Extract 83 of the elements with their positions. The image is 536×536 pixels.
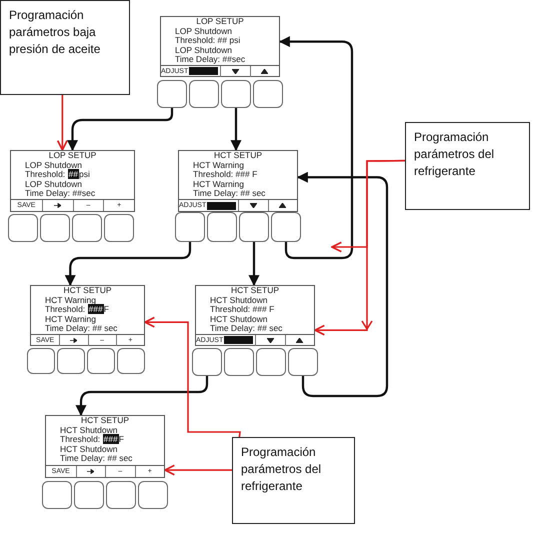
- callout-box: [232, 437, 355, 524]
- value-field: ##: [68, 169, 80, 180]
- leader-arrow: [164, 464, 232, 476]
- key-button: [74, 481, 104, 509]
- key-button: [87, 348, 115, 374]
- screen-line: Time Delay: ## sec: [192, 189, 266, 199]
- screen-line: HCT Shutdown: [59, 426, 118, 436]
- arrow: [64, 242, 192, 286]
- key-button: [72, 214, 102, 242]
- screen-line: Time Delay: ##sec: [174, 55, 246, 65]
- screen-line: Threshold: ### F: [209, 305, 276, 315]
- arrow: [278, 36, 354, 260]
- key-button: [42, 481, 72, 509]
- leader-arrow: [56, 95, 68, 151]
- key-button: [8, 214, 38, 242]
- unit-text: F: [118, 434, 124, 444]
- screen-title: HCT SETUP: [230, 286, 280, 296]
- display-screen: [195, 285, 315, 346]
- screen-title: LOP SETUP: [48, 151, 98, 161]
- screen-line: Threshold:: [60, 434, 100, 444]
- display-screen: [10, 150, 135, 212]
- key-button: [271, 212, 301, 242]
- screen-line: HCT Warning: [192, 180, 246, 190]
- callout-box: [0, 0, 130, 95]
- key-button: [189, 80, 219, 108]
- display-screen: [160, 16, 280, 77]
- arrow: [248, 242, 260, 286]
- key-button: [221, 80, 251, 108]
- arrow: [67, 108, 174, 152]
- key-button: [239, 212, 269, 242]
- callout-text: Programación parámetros del refrigerante: [241, 444, 322, 495]
- unit-text: F: [104, 304, 109, 314]
- arrow: [76, 376, 208, 416]
- screen-line: LOP Shutdown: [24, 160, 84, 170]
- unit-text: psi: [79, 169, 90, 180]
- leader-arrow: [144, 316, 241, 438]
- key-button: [157, 80, 187, 108]
- screen-title: LOP SETUP: [195, 17, 245, 27]
- arrow: [230, 108, 242, 152]
- screen-line: HCT Shutdown: [209, 314, 268, 324]
- screen-line: HCT Shutdown: [209, 296, 268, 306]
- screen-line: Time Delay: ##sec: [24, 189, 96, 199]
- key-button: [138, 481, 168, 509]
- screen-line: HCT Warning: [44, 296, 98, 306]
- screen-title: HCT SETUP: [62, 286, 113, 296]
- screen-title: HCT SETUP: [212, 151, 264, 161]
- screen-line: LOP Shutdown: [24, 180, 82, 190]
- key-button: [104, 214, 134, 242]
- key-button: [27, 348, 55, 374]
- screen-line: Threshold: ## psi: [174, 36, 242, 46]
- display-screen: [30, 285, 145, 346]
- arrow: [296, 172, 388, 398]
- key-button: [256, 348, 286, 376]
- screen-line: Threshold:: [45, 304, 86, 314]
- display-screen: [45, 415, 165, 478]
- leader-arrow: [314, 160, 406, 336]
- key-button: [224, 348, 254, 376]
- screen-line: Threshold: ### F: [192, 170, 258, 180]
- screen-line: LOP Shutdown: [174, 26, 234, 36]
- key-button: [288, 348, 318, 376]
- key-button: [253, 80, 283, 108]
- value-field: ###: [102, 434, 119, 444]
- key-button: [175, 212, 205, 242]
- key-button: [192, 348, 222, 376]
- screen-line: LOP Shutdown: [174, 46, 232, 56]
- callout-box: [405, 122, 530, 210]
- callout-text: Programación parámetros del refrigerante: [414, 129, 496, 180]
- display-screen: [178, 150, 298, 212]
- screen-line: HCT Warning: [192, 160, 246, 170]
- screen-line: HCT Warning: [44, 314, 98, 324]
- key-button: [40, 214, 70, 242]
- screen-line: Threshold:: [25, 169, 66, 180]
- value-field: ###: [88, 304, 104, 314]
- screen-title: HCT SETUP: [80, 416, 130, 426]
- screen-line: Time Delay: ## sec: [59, 454, 134, 464]
- key-button: [57, 348, 85, 374]
- key-button: [207, 212, 237, 242]
- screen-line: HCT Shutdown: [59, 444, 118, 454]
- key-button: [117, 348, 145, 374]
- screen-line: Time Delay: ## sec: [44, 324, 118, 334]
- callout-text: Programación parámetros baja presión de aceite: [9, 7, 102, 58]
- screen-line: Time Delay: ## sec: [209, 324, 284, 334]
- key-button: [106, 481, 136, 509]
